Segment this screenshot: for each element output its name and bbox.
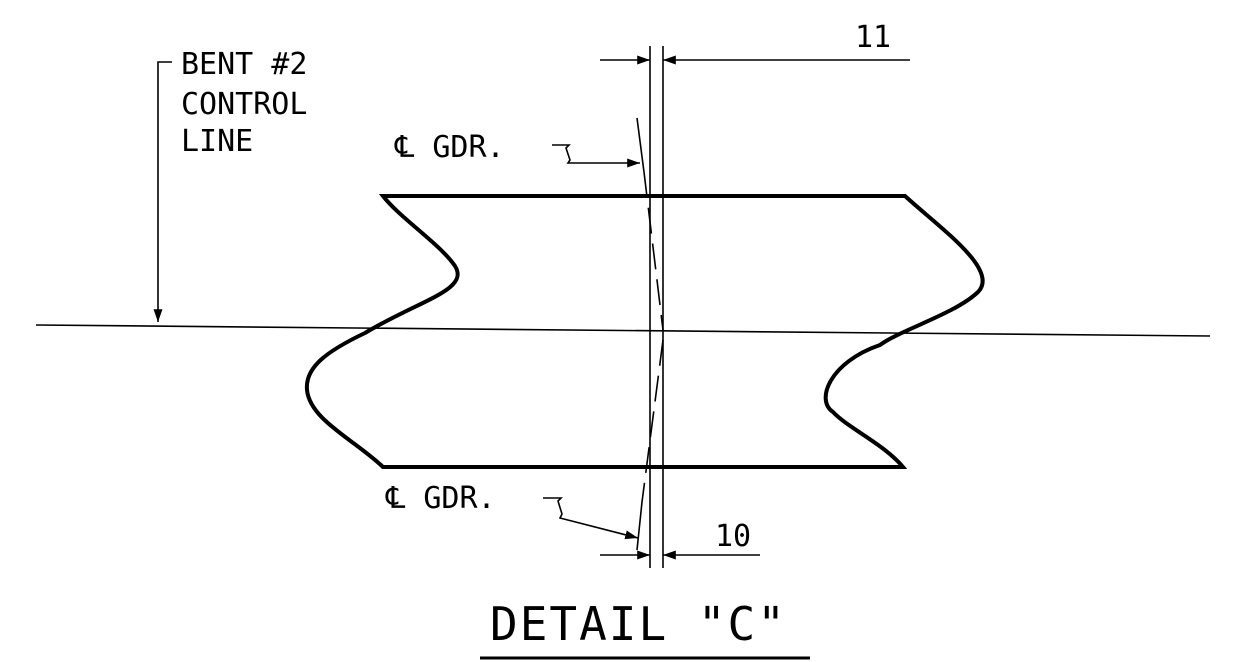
dimension-top-value: 11 <box>855 20 891 55</box>
girder-label-top: ℄ GDR. <box>394 130 505 165</box>
girder-centerline-top-solid <box>636 117 645 173</box>
control-line-label-2: CONTROL <box>181 87 307 122</box>
girder-leader-top-stroke <box>552 144 640 168</box>
control-line-label-1: BENT #2 <box>181 47 307 82</box>
bent-control-line <box>35 324 1211 337</box>
girder-outline <box>304 194 985 469</box>
girder-centerline-bottom-dashed <box>641 339 664 503</box>
control-line-leader <box>153 61 172 322</box>
girder-label-bottom: ℄ GDR. <box>385 481 496 516</box>
control-line-label-3: LINE <box>181 124 253 159</box>
detail-title: DETAIL "C" <box>490 597 787 651</box>
girder-leader-bottom-stroke <box>543 497 639 540</box>
girder-centerline-top-dashed <box>643 171 664 331</box>
dimension-bottom-value: 10 <box>715 519 751 554</box>
girder-centerline-bottom-solid <box>636 501 643 551</box>
